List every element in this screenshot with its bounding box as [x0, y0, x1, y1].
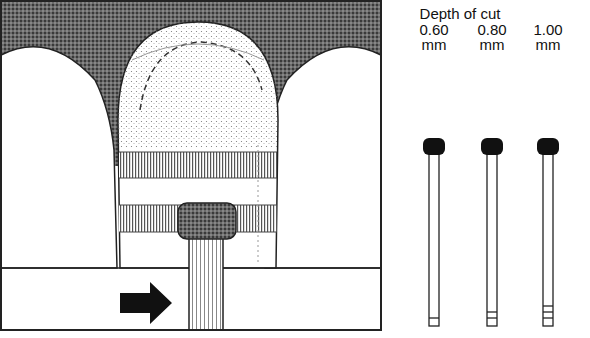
direction-arrow — [120, 282, 172, 324]
frame — [1, 1, 381, 330]
bur-head — [178, 203, 236, 239]
dimension-label: 1.00 mm — [528, 22, 568, 52]
crown-shading — [118, 22, 278, 148]
depth-bur — [537, 138, 559, 326]
dimension-label: 0.60 mm — [414, 22, 454, 52]
depth-bur — [481, 138, 503, 326]
adjacent-tooth — [1, 47, 117, 268]
heading-label: Depth of cut — [400, 6, 520, 21]
depth-groove — [119, 152, 277, 178]
dimension-label: 0.80 mm — [472, 22, 512, 52]
bur-shaft — [189, 236, 223, 330]
crown-contour — [132, 44, 264, 60]
adjacent-tooth — [265, 47, 381, 268]
dashed-outline — [140, 42, 262, 110]
central-tooth — [118, 22, 278, 268]
depth-bur — [423, 138, 445, 326]
